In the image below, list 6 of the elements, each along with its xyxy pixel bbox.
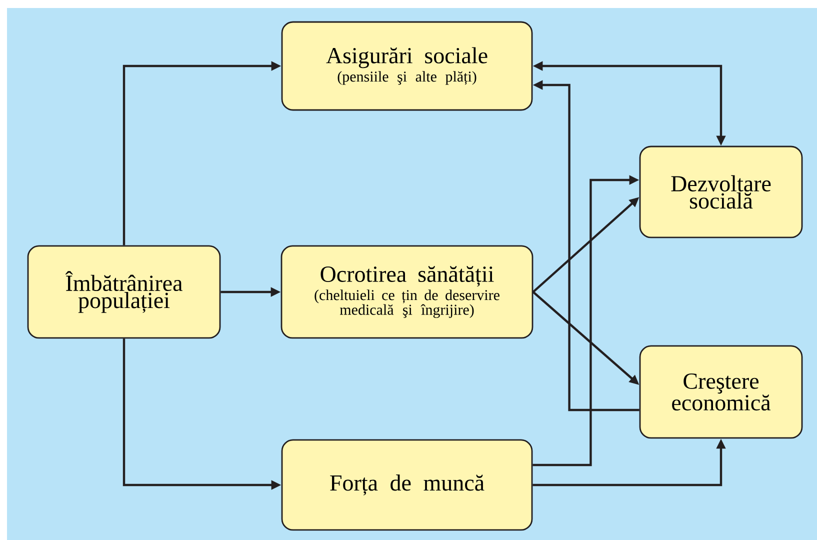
process-box: Forța de muncă <box>281 439 533 531</box>
process-box: Ocrotirea sănătății (cheltuieli ce țin de deservire medicală şi îngrijire) <box>280 245 534 339</box>
process-box: Dezvoltare socială <box>639 146 803 238</box>
process-box: Asigurări sociale (pensiile şi alte plăți) <box>281 21 533 111</box>
process-box: Îmbătrânirea populației <box>27 245 221 339</box>
process-box: Creştere economică <box>639 345 803 439</box>
